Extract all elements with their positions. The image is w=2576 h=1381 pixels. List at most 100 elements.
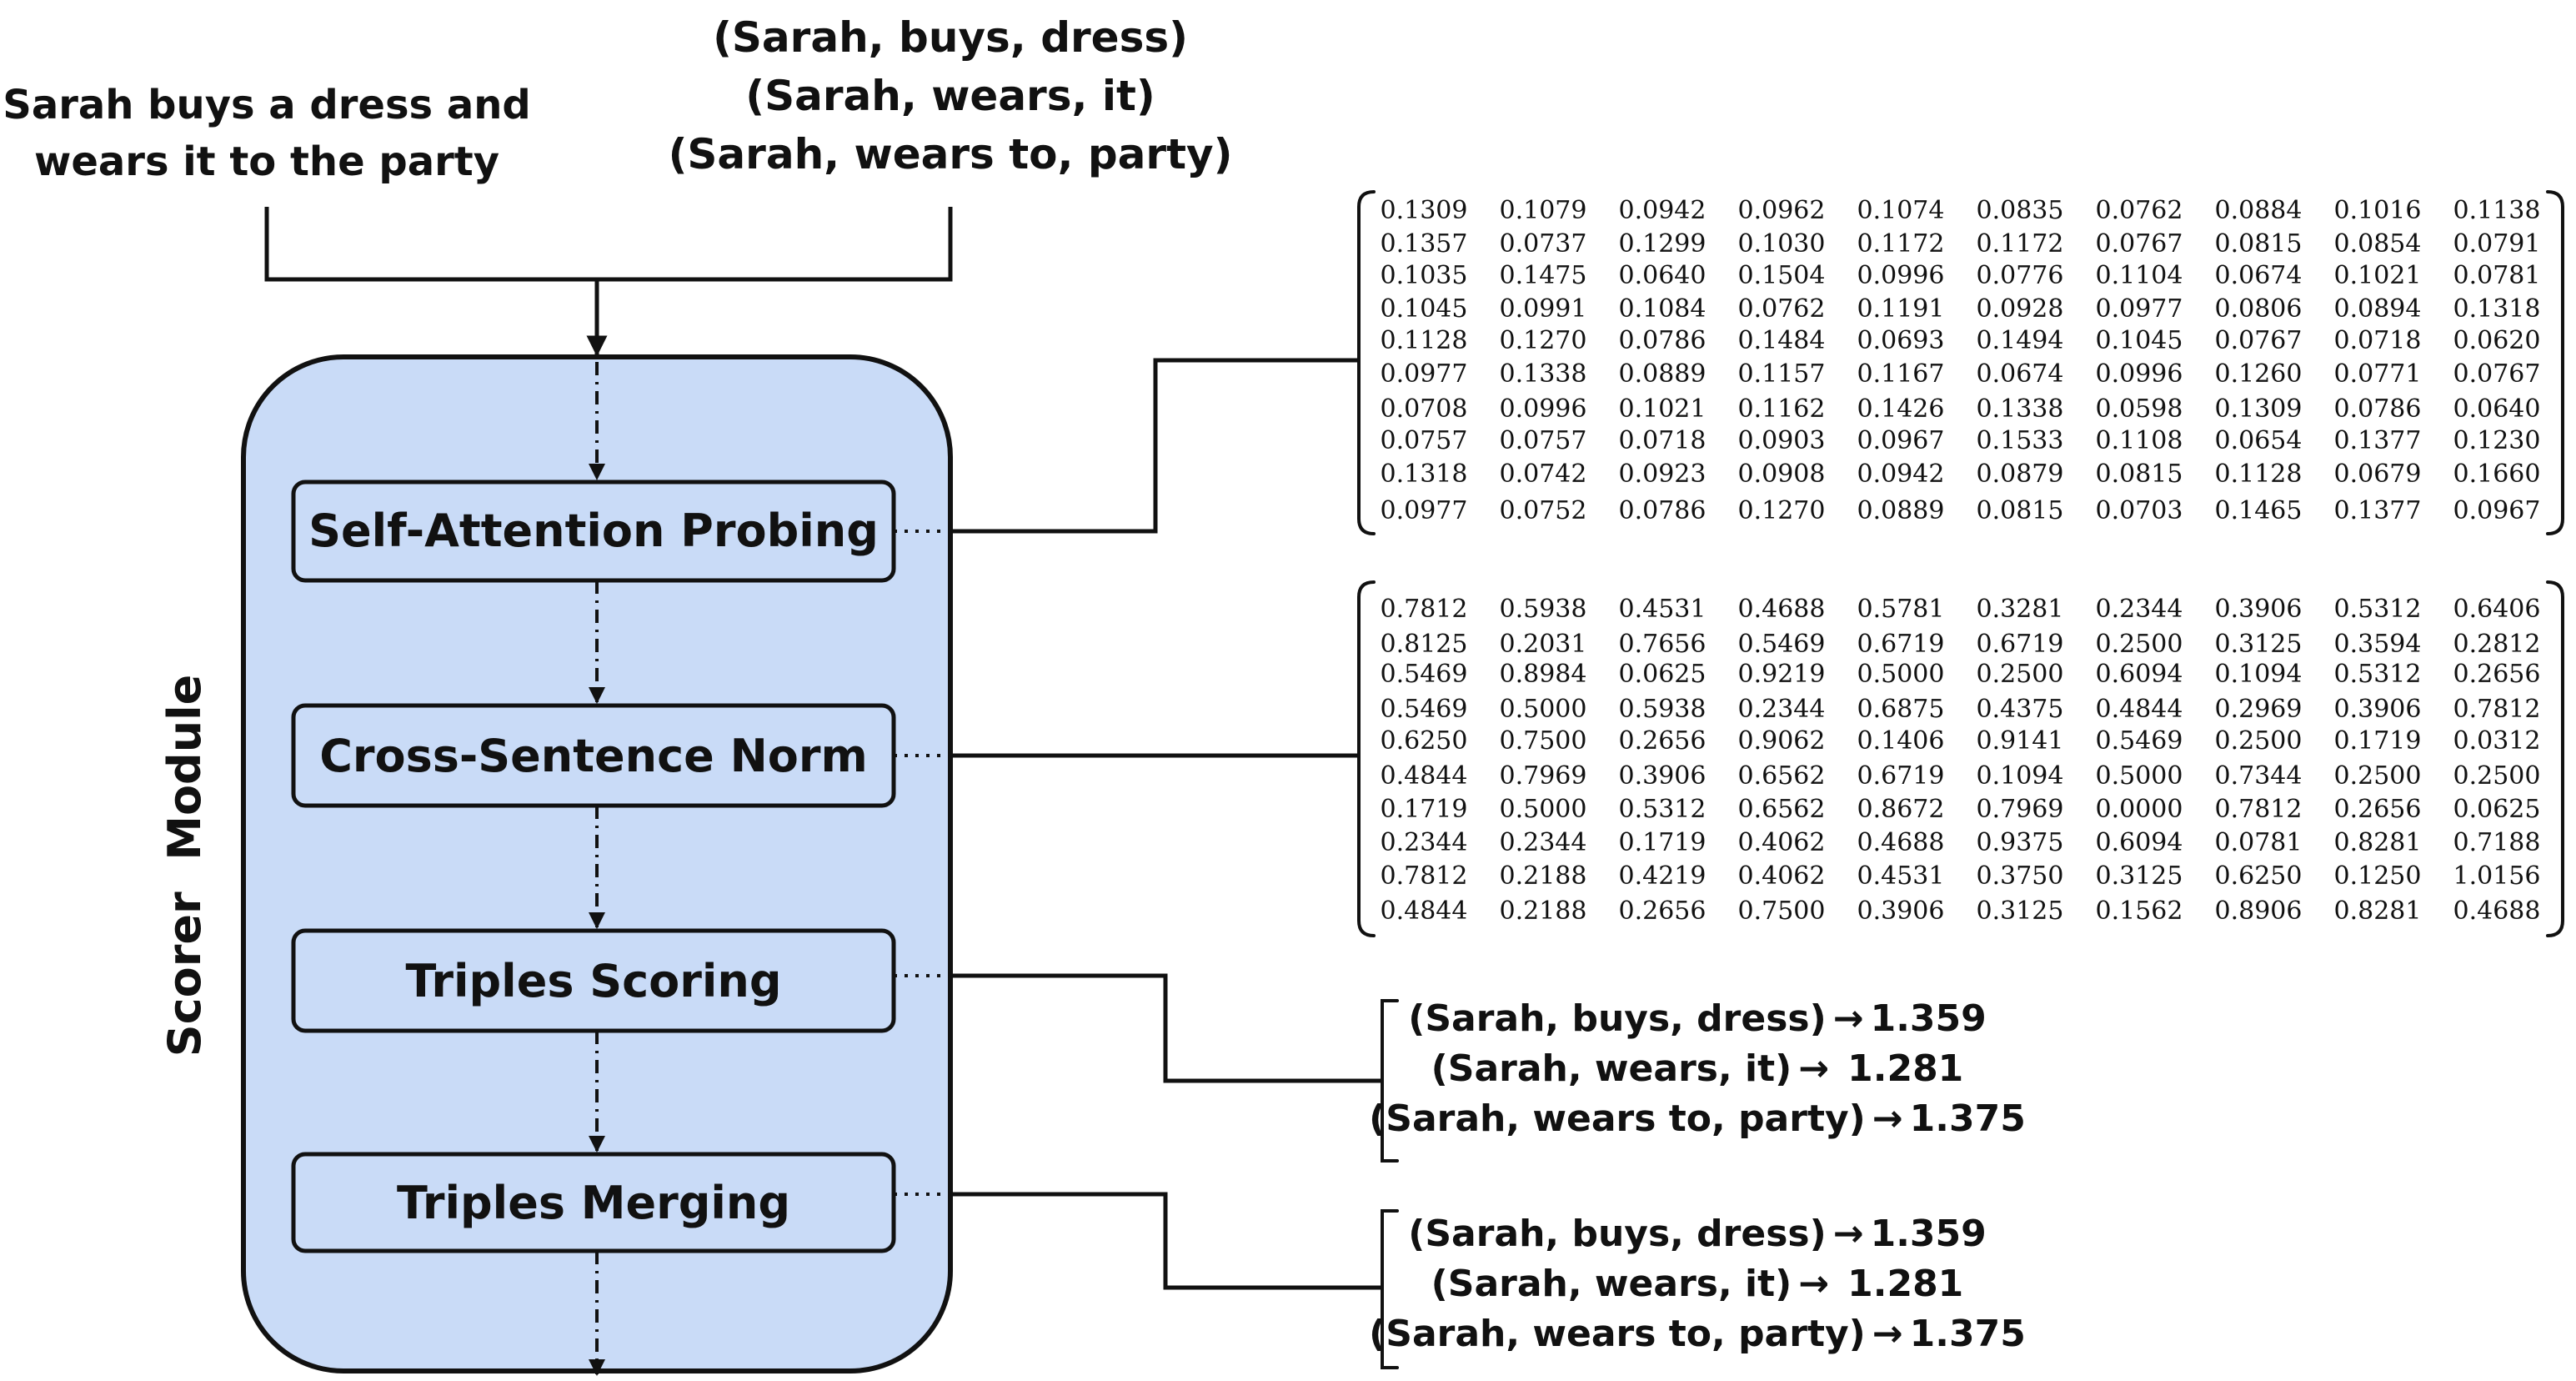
attention-matrix-cell: 0.1270 [1738, 496, 1826, 525]
attention-matrix-cell: 0.0718 [2334, 326, 2422, 355]
attention-matrix-cell: 0.1167 [1857, 359, 1945, 389]
norm-matrix-cell: 0.2500 [2096, 630, 2183, 659]
norm-matrix-cell: 0.2344 [2096, 595, 2183, 624]
norm-matrix-bracket [1357, 580, 2564, 937]
attention-matrix-cell: 0.1074 [1857, 196, 1945, 225]
norm-matrix-cell: 0.1562 [2096, 896, 2183, 926]
norm-matrix-cell: 0.7812 [2215, 795, 2303, 824]
norm-matrix-cell: 0.5312 [2334, 660, 2422, 689]
norm-matrix-cell: 0.4844 [1381, 761, 1468, 791]
attention-matrix-cell: 0.1377 [2334, 496, 2422, 525]
attention-matrix-cell: 0.1021 [1619, 394, 1706, 424]
norm-matrix-cell: 0.7344 [2215, 761, 2303, 791]
norm-matrix-cell: 0.8672 [1857, 795, 1945, 824]
norm-matrix-cell: 0.2500 [2453, 761, 2541, 791]
attention-matrix-cell: 0.1191 [1857, 294, 1945, 324]
norm-matrix-cell: 0.6406 [2453, 595, 2541, 624]
norm-matrix-cell: 0.8125 [1381, 630, 1468, 659]
attention-matrix-bracket [1357, 190, 2564, 535]
merging-result-1: (Sarah, buys, dress)→1.359 [1408, 1213, 1987, 1255]
norm-matrix-cell: 0.2969 [2215, 695, 2303, 724]
norm-matrix-cell: 0.4062 [1738, 828, 1826, 857]
norm-matrix-cell: 0.3125 [2096, 861, 2183, 891]
input-sentence-line-2: wears it to the party [34, 138, 499, 185]
attention-matrix-cell: 0.1030 [1738, 229, 1826, 259]
attention-matrix-cell: 0.0786 [1619, 326, 1706, 355]
norm-matrix-cell: 0.2344 [1381, 828, 1468, 857]
attention-matrix-cell: 0.1465 [2215, 496, 2303, 525]
attention-matrix-cell: 0.0815 [2215, 229, 2303, 259]
attention-matrix-cell: 0.0977 [2096, 294, 2183, 324]
attention-matrix-cell: 0.0996 [1857, 261, 1945, 290]
norm-matrix-cell: 0.7656 [1619, 630, 1706, 659]
norm-matrix-cell: 0.6719 [1977, 630, 2064, 659]
norm-matrix-cell: 0.5312 [2334, 595, 2422, 624]
attention-matrix-cell: 0.0640 [1619, 261, 1706, 290]
norm-matrix-cell: 0.5469 [1381, 695, 1468, 724]
norm-matrix-cell: 0.5938 [1619, 695, 1706, 724]
attention-matrix-cell: 0.1318 [1381, 459, 1468, 489]
norm-matrix-cell: 0.3906 [2215, 595, 2303, 624]
norm-matrix-cell: 0.6719 [1857, 761, 1945, 791]
attention-matrix-cell: 0.0854 [2334, 229, 2422, 259]
attention-matrix-cell: 0.0903 [1738, 426, 1826, 455]
norm-matrix-cell: 0.5000 [1500, 795, 1587, 824]
norm-matrix-cell: 0.5000 [2096, 761, 2183, 791]
attention-matrix-cell: 0.1172 [1977, 229, 2064, 259]
attention-matrix-cell: 0.1045 [1381, 294, 1468, 324]
norm-matrix-cell: 0.5312 [1619, 795, 1706, 824]
norm-matrix-cell: 0.2656 [1619, 726, 1706, 756]
attention-matrix-cell: 0.0879 [1977, 459, 2064, 489]
scoring-result-1: (Sarah, buys, dress)→1.359 [1408, 997, 1987, 1040]
attention-matrix-cell: 0.0889 [1857, 496, 1945, 525]
attention-matrix-cell: 0.0598 [2096, 394, 2183, 424]
norm-matrix-cell: 0.9141 [1977, 726, 2064, 756]
norm-matrix-cell: 0.6719 [1857, 630, 1945, 659]
attention-matrix-cell: 0.0786 [1619, 496, 1706, 525]
attention-matrix-cell: 0.0884 [2215, 196, 2303, 225]
norm-matrix-cell: 0.3125 [1977, 896, 2064, 926]
attention-matrix-cell: 0.1021 [2334, 261, 2422, 290]
norm-matrix-cell: 0.1094 [1977, 761, 2064, 791]
attention-matrix-cell: 0.0942 [1857, 459, 1945, 489]
attention-matrix-cell: 0.0908 [1738, 459, 1826, 489]
merging-result-3: (Sarah, wears to, party)→1.375 [1369, 1313, 2026, 1355]
norm-matrix-cell: 0.4688 [1738, 595, 1826, 624]
input-triple-3: (Sarah, wears to, party) [669, 130, 1233, 178]
merging-results: (Sarah, buys, dress)→1.359 (Sarah, wears… [1369, 1213, 2026, 1355]
norm-matrix-cell: 0.5000 [1857, 660, 1945, 689]
attention-matrix-cell: 0.1377 [2334, 426, 2422, 455]
norm-matrix-cell: 0.3906 [1857, 896, 1945, 926]
norm-matrix-cell: 0.9219 [1738, 660, 1826, 689]
attention-matrix-cell: 0.0977 [1381, 496, 1468, 525]
attention-matrix-cell: 0.0835 [1977, 196, 2064, 225]
norm-matrix-cell: 0.6875 [1857, 695, 1945, 724]
attention-matrix-cell: 0.1357 [1381, 229, 1468, 259]
attention-matrix-cell: 0.0776 [1977, 261, 2064, 290]
attention-matrix-cell: 0.0718 [1619, 426, 1706, 455]
norm-matrix-cell: 0.4219 [1619, 861, 1706, 891]
norm-matrix-cell: 0.5469 [2096, 726, 2183, 756]
attention-matrix-cell: 0.1079 [1500, 196, 1587, 225]
norm-matrix-cell: 0.7969 [1500, 761, 1587, 791]
attention-matrix-cell: 0.1128 [1381, 326, 1468, 355]
norm-matrix-cell: 0.5469 [1738, 630, 1826, 659]
attention-matrix-cell: 0.0991 [1500, 294, 1587, 324]
attention-matrix-cell: 0.0767 [2096, 229, 2183, 259]
norm-matrix-cell: 0.2812 [2453, 630, 2541, 659]
attention-matrix-cell: 0.1533 [1977, 426, 2064, 455]
attention-matrix-cell: 0.1338 [1977, 394, 2064, 424]
norm-matrix-cell: 0.9375 [1977, 828, 2064, 857]
norm-matrix-cell: 0.3906 [1619, 761, 1706, 791]
norm-matrix-cell: 0.1719 [1619, 828, 1706, 857]
norm-matrix-cell: 0.3906 [2334, 695, 2422, 724]
step-self-attention-probing: Self-Attention Probing [291, 480, 896, 583]
step-triples-merging-label: Triples Merging [397, 1177, 790, 1229]
attention-matrix-cell: 0.0977 [1381, 359, 1468, 389]
attention-matrix-cell: 0.1084 [1619, 294, 1706, 324]
attention-matrix-cell: 0.1504 [1738, 261, 1826, 290]
norm-matrix-cell: 0.0312 [2453, 726, 2541, 756]
norm-matrix-cell: 0.2656 [2453, 660, 2541, 689]
